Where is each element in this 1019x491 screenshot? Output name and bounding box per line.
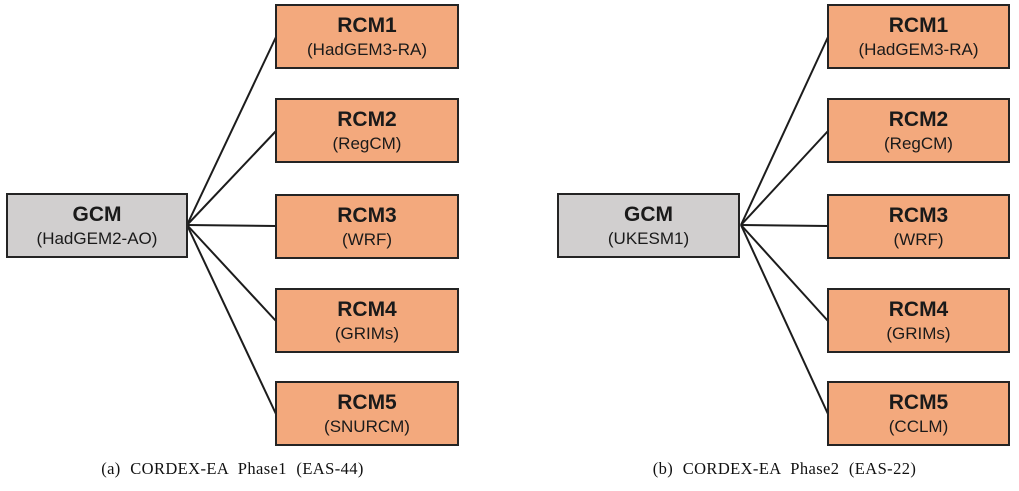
rcm2-box-phase2: RCM2 (RegCM): [827, 98, 1010, 163]
rcm-subtitle: (WRF): [341, 230, 393, 249]
rcm3-box-phase2: RCM3 (WRF): [827, 194, 1010, 259]
caption-phase1: (a) CORDEX-EA Phase1 (EAS-44): [101, 459, 364, 478]
rcm-title: RCM5: [337, 390, 397, 414]
connector-lines-phase1: [186, 36, 277, 415]
rcm-subtitle: (HadGEM3-RA): [307, 40, 427, 59]
rcm-subtitle: (CCLM): [888, 417, 949, 436]
gcm-subtitle: (HadGEM2-AO): [36, 229, 158, 248]
rcm2-box-phase1: RCM2 (RegCM): [275, 98, 459, 163]
rcm5-box-phase2: RCM5 (CCLM): [827, 381, 1010, 446]
rcm3-box-phase1: RCM3 (WRF): [275, 194, 459, 259]
rcm-title: RCM1: [888, 13, 949, 37]
rcm-subtitle: (RegCM): [884, 134, 953, 153]
rcm5-box-phase1: RCM5 (SNURCM): [275, 381, 459, 446]
rcm4-box-phase1: RCM4 (GRIMs): [275, 288, 459, 353]
caption-phase2: (b) CORDEX-EA Phase2 (EAS-22): [652, 459, 917, 478]
rcm4-box-phase2: RCM4 (GRIMs): [827, 288, 1010, 353]
rcm-title: RCM1: [337, 13, 397, 37]
rcm-subtitle: (GRIMs): [334, 324, 400, 343]
gcm-title: GCM: [72, 202, 122, 226]
gcm-subtitle: (UKESM1): [607, 229, 690, 248]
rcm-subtitle: (RegCM): [332, 134, 402, 153]
rcm1-box-phase1: RCM1 (HadGEM3-RA): [275, 4, 459, 69]
rcm-title: RCM2: [337, 107, 397, 131]
rcm-title: RCM3: [337, 203, 397, 227]
rcm1-box-phase2: RCM1 (HadGEM3-RA): [827, 4, 1010, 69]
rcm-title: RCM2: [888, 107, 949, 131]
diagram-phase2: GCM (UKESM1) RCM1 (HadGEM3-RA) RCM2 (Reg…: [510, 0, 1019, 491]
gcm-box-phase1: GCM (HadGEM2-AO): [6, 193, 188, 258]
rcm-subtitle: (HadGEM3-RA): [858, 40, 979, 59]
gcm-title: GCM: [624, 202, 673, 226]
diagram-phase1: GCM (HadGEM2-AO) RCM1 (HadGEM3-RA) RCM2 …: [6, 4, 459, 478]
rcm-title: RCM5: [888, 390, 949, 414]
rcm-title: RCM4: [337, 297, 397, 321]
rcm-title: RCM3: [888, 203, 949, 227]
connector-lines-phase2: [740, 36, 829, 415]
rcm-subtitle: (WRF): [893, 230, 944, 249]
rcm-subtitle: (SNURCM): [324, 417, 410, 436]
rcm-subtitle: (GRIMs): [886, 324, 951, 343]
gcm-box-phase2: GCM (UKESM1): [557, 193, 740, 258]
rcm-title: RCM4: [888, 297, 949, 321]
